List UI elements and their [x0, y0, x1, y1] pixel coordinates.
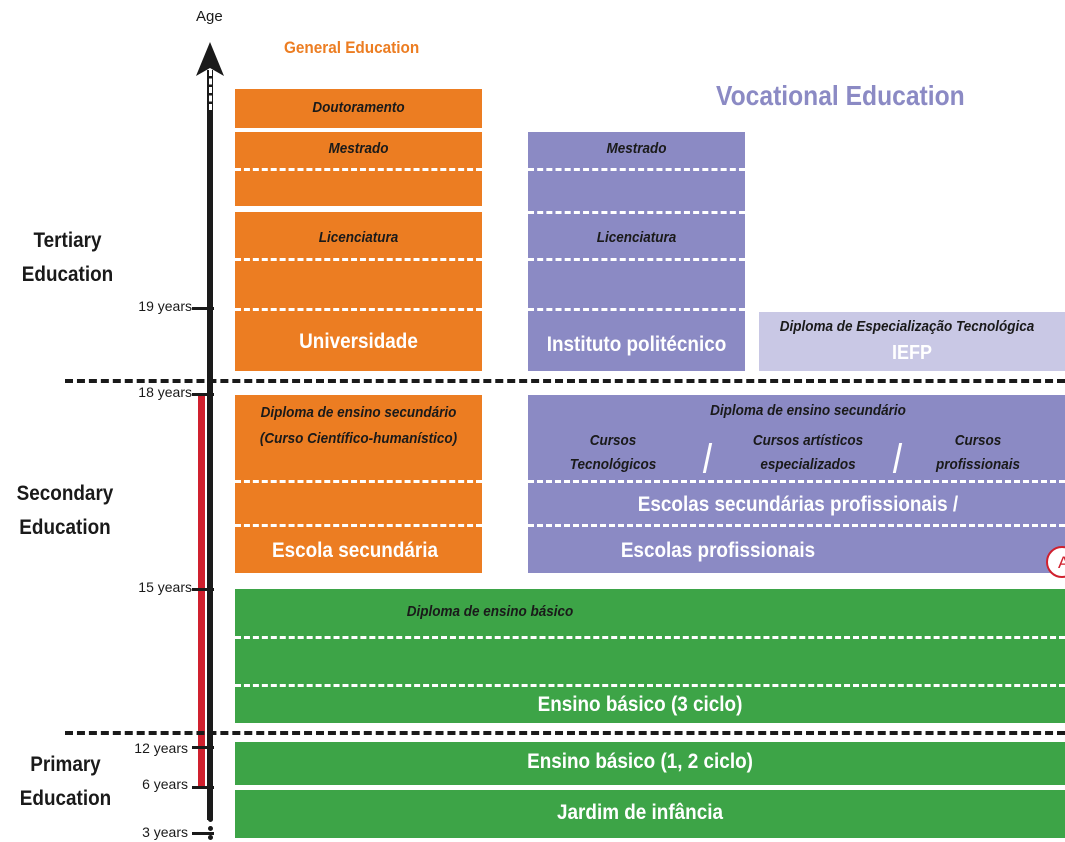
doutoramento-block: Doutoramento [235, 89, 482, 128]
age-label-6: 6 years [142, 776, 188, 792]
ensino-basico-3-label: Ensino básico (3 ciclo) [537, 693, 743, 716]
age-tick-18 [192, 393, 214, 396]
escolas-profissionais-dash-2 [528, 524, 1065, 527]
det-diploma-label: Diploma de Especialização Tecnológica [779, 318, 1035, 335]
jardim-de-infancia-label: Jardim de infância [557, 801, 723, 824]
escola-secundaria-block: Diploma de ensino secundário (Curso Cien… [235, 395, 482, 573]
diploma-secundario-general-label: Diploma de ensino secundário [260, 404, 457, 421]
jardim-de-infancia-block: Jardim de infância [235, 790, 1065, 838]
age-label-3: 3 years [142, 824, 188, 840]
axis-label: Age [196, 8, 223, 25]
mestrado-general-block: Mestrado [235, 132, 482, 206]
curso-cientifico-label: (Curso Científico-humanístico) [259, 430, 458, 447]
age-label-18: 18 years [138, 384, 192, 400]
politecnico-dash-4 [528, 308, 745, 311]
ensino-basico-12-label: Ensino básico (1, 2 ciclo) [527, 750, 753, 773]
badge-a-icon: A [1046, 546, 1065, 578]
licenciatura-general-label: Licenciatura [318, 229, 399, 246]
politecnico-dash-2 [528, 211, 745, 214]
age-tick-6 [192, 786, 214, 789]
age-axis-line [207, 70, 213, 820]
escolas-profissionais-dash-1 [528, 480, 1065, 483]
escolas-profissionais-label: Escolas profissionais [620, 539, 816, 562]
age-tick-19 [192, 307, 214, 310]
secondary-primary-divider [65, 731, 1065, 735]
instituto-politecnico-block: Mestrado Licenciatura Instituto politécn… [528, 132, 745, 371]
universidade-label: Universidade [299, 330, 418, 353]
ensino-basico-3-dash-1 [235, 636, 1065, 639]
age-tick-12 [192, 746, 214, 749]
general-education-header: General Education [284, 38, 420, 57]
ensino-basico-3-block: Diploma de ensino básico Ensino básico (… [235, 589, 1065, 723]
mestrado-general-label: Mestrado [328, 140, 389, 157]
iefp-block: Diploma de Especialização Tecnológica IE… [759, 312, 1065, 371]
slash-divider-2 [892, 443, 903, 473]
escola-secundaria-label: Escola secundária [272, 539, 438, 562]
tertiary-secondary-divider [65, 379, 1065, 383]
age-label-12: 12 years [134, 740, 188, 756]
politecnico-dash-1 [528, 168, 745, 171]
ensino-basico-12-block: Ensino básico (1, 2 ciclo) [235, 742, 1065, 785]
age-label-19: 19 years [138, 298, 192, 314]
instituto-politecnico-label: Instituto politécnico [546, 333, 727, 356]
iefp-label: IEFP [891, 342, 932, 364]
escolas-sec-prof-label: Escolas secundárias profissionais / [637, 493, 959, 516]
escola-secundaria-dash-1 [235, 480, 482, 483]
mestrado-general-dash [235, 168, 482, 171]
ensino-basico-3-dash-2 [235, 684, 1065, 687]
diploma-basico-label: Diploma de ensino básico [406, 603, 574, 620]
mestrado-vocational-label: Mestrado [606, 140, 667, 157]
vocational-education-header: Vocational Education [716, 80, 965, 111]
age-tick-15 [192, 588, 214, 591]
age-tick-3 [192, 832, 214, 835]
diploma-secundario-vocational-label: Diploma de ensino secundário [710, 402, 906, 419]
licenciatura-general-dash-2 [235, 308, 482, 311]
licenciatura-vocational-label: Licenciatura [596, 229, 677, 246]
slash-divider-1 [702, 443, 713, 473]
age-axis-dotted-bottom [208, 790, 213, 840]
licenciatura-general-dash-1 [235, 258, 482, 261]
universidade-block: Licenciatura Universidade [235, 212, 482, 371]
age-label-15: 15 years [138, 579, 192, 595]
arrow-up-icon [196, 42, 224, 76]
doutoramento-label: Doutoramento [312, 99, 405, 116]
politecnico-dash-3 [528, 258, 745, 261]
escola-secundaria-dash-2 [235, 524, 482, 527]
age-axis-dotted-top [209, 70, 212, 110]
